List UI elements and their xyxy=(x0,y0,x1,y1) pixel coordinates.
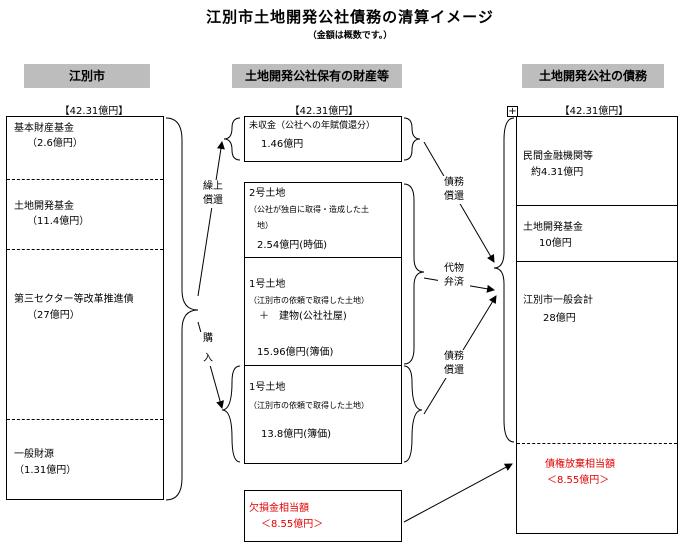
middle-total: 【42.31億円】 xyxy=(289,106,359,117)
purchase-label-line1: 購 xyxy=(203,333,213,344)
deficit-name: 欠損金相当額 xyxy=(249,503,309,514)
substitute-label-line2: 弁済 xyxy=(444,277,464,288)
deficit-box: 欠損金相当額 ＜8.55億円＞ xyxy=(244,490,402,542)
receivable-box: 未収金（公社への年賦償還分） 1.46億円 xyxy=(244,116,402,162)
waiver-amount: ＜8.55億円＞ xyxy=(547,475,610,486)
right-divider-2 xyxy=(517,261,677,262)
left-item-3-name: 第三セクター等改革推進債 xyxy=(14,294,134,305)
land1a-plus-building: ＋ 建物(公社社屋) xyxy=(259,311,347,322)
right-item-2-amount: 10億円 xyxy=(539,238,572,249)
debt-repay-bottom-label-line2: 償還 xyxy=(444,365,464,376)
deficit-amount: ＜8.55億円＞ xyxy=(261,519,324,530)
land1b-right-brace xyxy=(403,365,423,463)
early-repay-label-line2: 償還 xyxy=(203,195,223,206)
substitute-label: 代物 弁済 xyxy=(438,262,470,290)
left-header: 江別市 xyxy=(24,64,150,88)
page-title: 江別市土地開発公社債務の清算イメージ xyxy=(206,8,494,26)
right-total: 【42.31億円】 xyxy=(559,106,629,117)
left-divider-1 xyxy=(7,179,163,180)
right-column-left-brace xyxy=(493,117,515,443)
page-subtitle: （金額は概数です。） xyxy=(307,31,393,41)
left-item-4-name: 一般財源 xyxy=(14,449,54,460)
land1b-desc: （江別市の依頼で取得した土地） xyxy=(249,401,369,410)
land1a-amount: 15.96億円(簿価) xyxy=(257,347,334,358)
receivable-left-brace xyxy=(223,117,241,161)
right-divider-1 xyxy=(517,205,677,206)
debt-repay-top-label: 債務 償還 xyxy=(438,176,470,204)
right-column-box: 民間金融機関等 約4.31億円 土地開発基金 10億円 江別市一般会計 28億円… xyxy=(516,116,678,534)
purchase-label-line2: 入 xyxy=(203,353,213,364)
receivable-amount: 1.46億円 xyxy=(261,139,304,150)
early-repay-label: 繰上 償還 xyxy=(196,180,230,208)
land2-amount: 2.54億円(時価) xyxy=(257,240,328,251)
early-repay-arrow xyxy=(197,141,225,297)
land1b-amount: 13.8億円(簿価) xyxy=(261,429,332,440)
debt-repay-top-label-line1: 債務 xyxy=(444,177,464,188)
land1a-name: 1号土地 xyxy=(249,279,286,290)
right-divider-3 xyxy=(517,443,677,444)
right-item-3-amount: 28億円 xyxy=(543,313,576,324)
receivable-name: 未収金（公社への年賦償還分） xyxy=(249,121,376,131)
land2-desc-1: （公社が独自に取得・造成した土 xyxy=(249,205,369,214)
land-divider-2 xyxy=(245,365,401,366)
left-item-2-amount: （11.4億円） xyxy=(27,216,90,227)
land1b-left-brace xyxy=(221,365,241,463)
deficit-arrow xyxy=(403,463,513,523)
left-item-1-name: 基本財産基金 xyxy=(14,123,74,134)
debt-repay-bottom-label: 債務 償還 xyxy=(438,350,470,378)
left-item-2-name: 土地開発基金 xyxy=(14,201,74,212)
land1a-desc: （江別市の依頼で取得した土地） xyxy=(249,296,369,305)
right-item-1-name: 民間金融機関等 xyxy=(523,151,593,162)
land-divider-1 xyxy=(245,257,401,258)
right-header: 土地開発公社の債務 xyxy=(522,64,664,88)
debt-repay-bottom-label-line1: 債務 xyxy=(444,351,464,362)
left-divider-3 xyxy=(7,419,163,420)
left-divider-2 xyxy=(7,249,163,250)
expand-plus-icon[interactable]: + xyxy=(507,106,518,117)
left-total: 【42.31億円】 xyxy=(59,106,129,117)
middle-header: 土地開発公社保有の財産等 xyxy=(232,64,402,88)
left-item-4-amount: （1.31億円） xyxy=(14,465,77,476)
left-item-1-amount: （2.6億円） xyxy=(27,138,83,149)
left-item-3-amount: （27億円） xyxy=(27,310,80,321)
land2-name: 2号土地 xyxy=(249,188,286,199)
right-item-1-amount: 約4.31億円 xyxy=(531,167,584,178)
land-group-box: 2号土地 （公社が独自に取得・造成した土 地） 2.54億円(時価) 1号土地 … xyxy=(244,182,402,464)
early-repay-label-line1: 繰上 xyxy=(203,181,223,192)
right-item-2-name: 土地開発基金 xyxy=(523,222,583,233)
land1b-name: 1号土地 xyxy=(249,382,286,393)
debt-repay-top-label-line2: 償還 xyxy=(444,191,464,202)
left-column-box: 基本財産基金 （2.6億円） 土地開発基金 （11.4億円） 第三セクター等改革… xyxy=(6,116,164,500)
receivable-right-brace xyxy=(403,117,421,161)
right-item-3-name: 江別市一般会計 xyxy=(523,295,593,306)
purchase-label: 購 入 xyxy=(198,332,218,366)
left-brace xyxy=(165,117,199,501)
waiver-name: 債権放棄相当額 xyxy=(545,459,615,470)
substitute-label-line1: 代物 xyxy=(444,263,464,274)
land2-desc-2: 地） xyxy=(257,221,273,230)
land-upper-right-brace xyxy=(403,183,425,365)
